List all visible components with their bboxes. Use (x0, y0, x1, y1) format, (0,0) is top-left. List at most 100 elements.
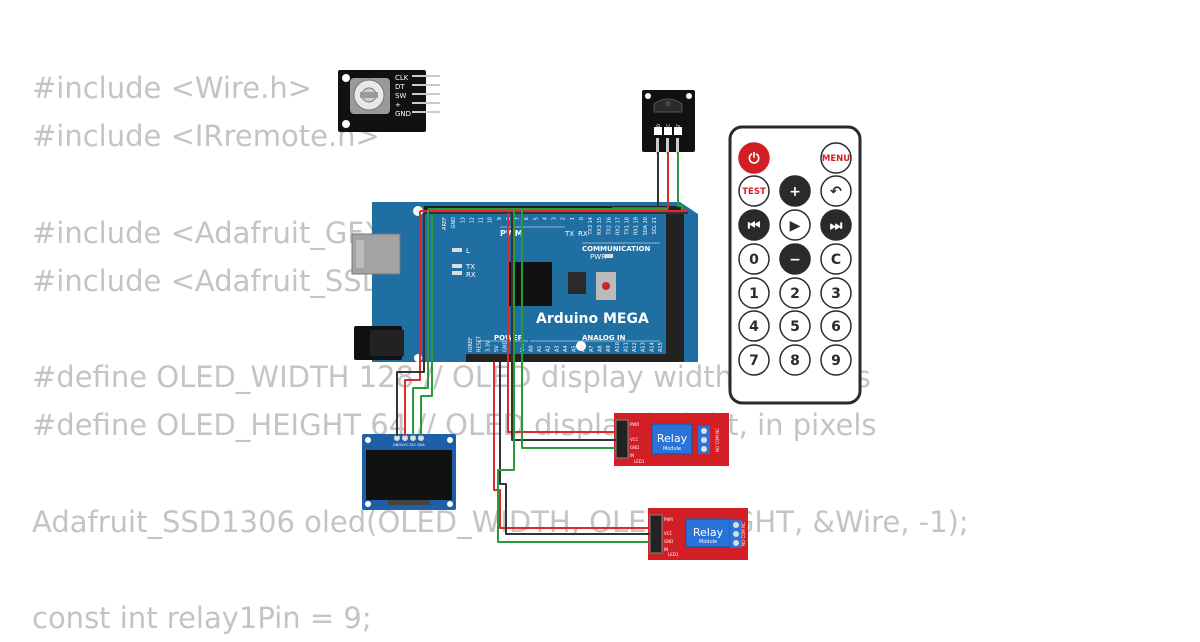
mcu-chip (508, 262, 552, 306)
top-pin-label: GND (451, 217, 457, 229)
bottom-pin-label: A5 (572, 345, 578, 352)
bottom-pin-label: RESET (477, 335, 483, 352)
bottom-pin-label: A13 (641, 342, 647, 352)
top-pin-label: 3 (552, 217, 558, 220)
remote-button-button-5[interactable]: 5 (779, 310, 811, 342)
wire-relay2-vcc (493, 362, 650, 529)
relay2-led-label: LED1 (668, 552, 679, 557)
top-pin-label: SCL 21 (652, 217, 658, 234)
remote-button-label: C (831, 252, 841, 268)
wire-relay2-in (497, 210, 650, 543)
wire-oled-vcc (404, 211, 421, 436)
remote-button-button-[interactable]: − (779, 243, 811, 275)
remote-button-label: − (789, 252, 801, 268)
relay1-terminals: NO COM NC (715, 428, 720, 452)
remote-button-label: 3 (831, 286, 841, 302)
remote-button-label: 5 (790, 319, 800, 335)
remote-button-button-0[interactable]: 0 (738, 243, 770, 275)
led-tx-label: TX (465, 263, 475, 271)
wire-ir-vcc (612, 152, 669, 209)
top-pin-label: SDA 20 (643, 217, 649, 235)
top-pin-label: 4 (542, 217, 548, 220)
remote-button-button-3[interactable]: 3 (820, 277, 852, 309)
wire-relay1-in (521, 210, 616, 449)
relay1-in-label: IN (630, 453, 634, 458)
remote-button-previous[interactable]: ⏮ (738, 209, 770, 241)
remote-button-button-menu[interactable]: MENU (820, 142, 852, 174)
remote-button-label: 0 (749, 252, 759, 268)
remote-button-label: MENU (822, 154, 850, 164)
top-pin-label: 1 (570, 217, 576, 220)
oled-screen (366, 450, 452, 500)
remote-button-button-c[interactable]: C (820, 243, 852, 275)
relay-module-1[interactable]: Relay Module NO COM NC PWR VCC GND IN LE… (614, 413, 729, 466)
wire-relay1-vcc (507, 213, 616, 433)
ir-pin-label: GND (656, 124, 661, 133)
remote-button-button-6[interactable]: 6 (820, 310, 852, 342)
top-pin-label: TX3 14 (588, 217, 594, 236)
bottom-pin-label: A7 (589, 345, 595, 352)
wire-oled-sda (420, 214, 433, 436)
relay2-title: Relay (693, 526, 724, 539)
top-pin-label: 13 (460, 217, 466, 223)
bottom-pin-label: IOREF (468, 337, 474, 352)
bottom-pin-label: A3 (554, 345, 560, 352)
encoder-pin-label: DT (395, 83, 405, 91)
remote-button-button-2[interactable]: 2 (779, 277, 811, 309)
remote-button-button-8[interactable]: 8 (779, 344, 811, 376)
wire-relay1-gnd (511, 213, 616, 441)
remote-button-power[interactable]: ⏻ (738, 142, 770, 174)
relay2-terminals: NO COM NC (741, 522, 746, 546)
remote-button-label: 2 (790, 286, 800, 302)
bottom-pin-label: A15 (658, 342, 664, 352)
ir-remote[interactable]: ⏻ MENU TEST + ↶ ⏮ ▶ ⏭ 0 − C 1 2 3 4 5 6 7 8 9 (728, 125, 862, 405)
oled-pin-label: VCC (401, 443, 409, 447)
remote-button-label: 9 (831, 353, 841, 369)
oled-pin-label: SCL (410, 443, 417, 447)
relay1-pwr-label: PWR (630, 422, 639, 427)
top-pin-label: AREF (442, 217, 448, 230)
ir-pin-label: DAT (676, 123, 681, 131)
top-pin-label: 0 (579, 217, 585, 220)
wires (396, 152, 688, 543)
tx-label: TX (564, 230, 574, 238)
bottom-pin-label: GND (503, 340, 509, 352)
power-icon: ⏻ (748, 151, 759, 167)
analog-header (466, 354, 666, 362)
top-pin-label: 10 (488, 217, 494, 223)
remote-button-next[interactable]: ⏭ (820, 209, 852, 241)
relay2-gnd-label: GND (664, 539, 673, 544)
bottom-pin-label: A1 (537, 345, 543, 352)
remote-button-button-1[interactable]: 1 (738, 277, 770, 309)
remote-button-button-test[interactable]: TEST (738, 175, 770, 207)
analog-in-label: ANALOG IN (582, 334, 626, 342)
remote-button-label: 7 (749, 353, 759, 369)
relay1-led-label: LED1 (634, 459, 645, 464)
bottom-pin-label: 5V (494, 345, 500, 352)
wire-ir-dat (677, 152, 683, 212)
pwr-led-label: PWR (590, 253, 606, 261)
relay2-subtitle: Module (699, 539, 717, 545)
relay-module-2[interactable]: Relay Module NO COM NC PWR VCC GND IN LE… (648, 508, 748, 560)
remote-button-play[interactable]: ▶ (779, 209, 811, 241)
top-pin-label: 12 (469, 217, 475, 223)
top-pin-label: 6 (524, 217, 530, 220)
remote-button-button-4[interactable]: 4 (738, 310, 770, 342)
remote-button-label: TEST (742, 187, 766, 197)
top-pin-label: TX2 16 (606, 217, 612, 236)
code-line: #include <Wire.h> (32, 71, 313, 105)
top-pin-label: RX3 15 (597, 217, 603, 235)
remote-button-back[interactable]: ↶ (820, 175, 852, 207)
remote-button-button-7[interactable]: 7 (738, 344, 770, 376)
top-pin-label: 11 (479, 217, 485, 223)
remote-button-button-[interactable]: + (779, 175, 811, 207)
remote-button-button-9[interactable]: 9 (820, 344, 852, 376)
